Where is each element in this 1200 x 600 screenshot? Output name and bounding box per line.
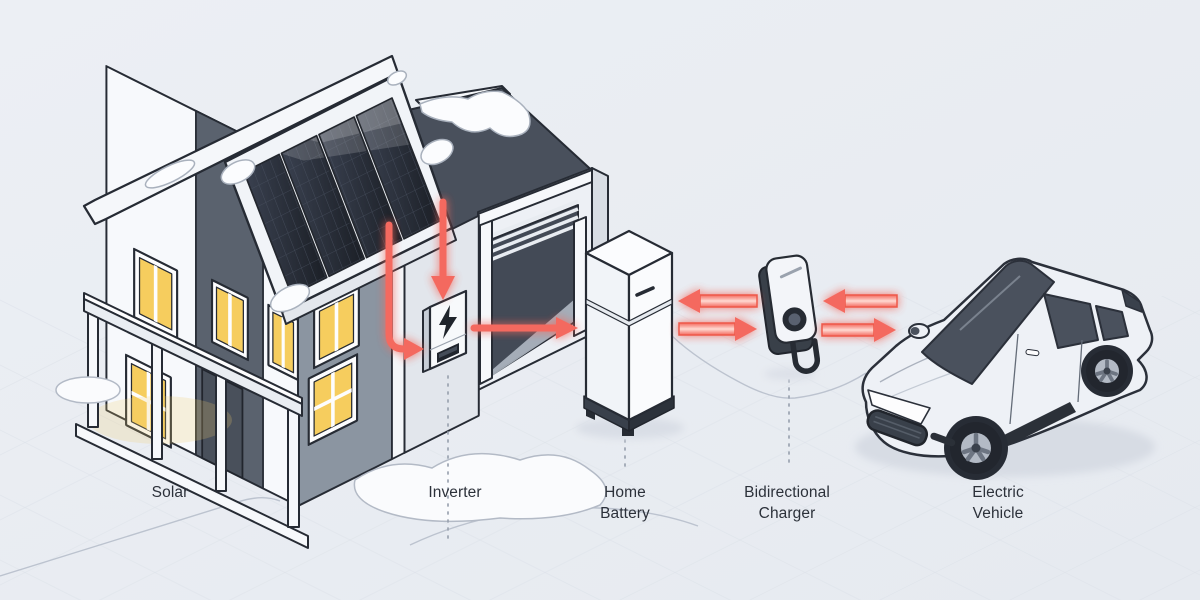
- window-upstairs-left: [133, 247, 179, 340]
- car-side-window-rear: [1095, 305, 1129, 341]
- window-right-downstairs: [307, 353, 359, 446]
- roof: [82, 54, 457, 325]
- house: [75, 54, 480, 549]
- inverter-unit: [422, 289, 468, 373]
- battery-handle: [635, 286, 655, 297]
- battery-seam: [585, 298, 673, 327]
- snow-mounds: [55, 376, 607, 523]
- label-inverter: Inverter: [428, 484, 482, 501]
- home-battery-unit: [576, 229, 684, 439]
- garage-roof-snow: [419, 90, 531, 138]
- porch-floor: [75, 423, 309, 549]
- window-right-upstairs: [313, 284, 360, 370]
- porch: [75, 292, 309, 549]
- flow-arrow-charger-to-battery: [678, 289, 758, 313]
- electric-vehicle: [855, 257, 1155, 480]
- label-home-battery: Home Battery: [600, 484, 650, 522]
- solar-panels: [243, 97, 441, 296]
- porch-roof: [83, 298, 303, 417]
- charger-cable: [789, 337, 820, 374]
- label-bidirectional-charger: Bidirectional Charger: [744, 484, 830, 522]
- label-electric-vehicle: Electric Vehicle: [972, 484, 1024, 522]
- label-solar: Solar: [151, 484, 189, 501]
- flow-arrow-solar-to-inverter-2: [385, 221, 424, 360]
- flow-arrow-ev-to-charger: [823, 289, 898, 313]
- car-side-window-front: [1043, 293, 1099, 349]
- car-headlight: [867, 389, 931, 425]
- flow-arrow-inverter-to-battery: [470, 317, 578, 339]
- car-mirror: [908, 323, 930, 339]
- car-windshield: [921, 259, 1055, 385]
- roof-snow-patches: [144, 70, 454, 313]
- car-grille: [866, 409, 929, 447]
- bidirectional-charger-unit: [758, 254, 820, 380]
- garage-door-slats: [489, 199, 579, 262]
- flow-arrow-solar-to-inverter-1: [431, 198, 455, 300]
- car-front-wheel: [944, 416, 1008, 480]
- flow-arrows: [385, 198, 898, 360]
- flow-arrow-battery-to-charger: [678, 317, 757, 341]
- car-rear-wheel: [1081, 345, 1133, 397]
- car-rocker: [1002, 402, 1076, 446]
- window-dark-section: [210, 278, 249, 362]
- lightning-bolt-icon: [439, 305, 457, 339]
- flow-arrow-charger-to-ev: [821, 318, 896, 342]
